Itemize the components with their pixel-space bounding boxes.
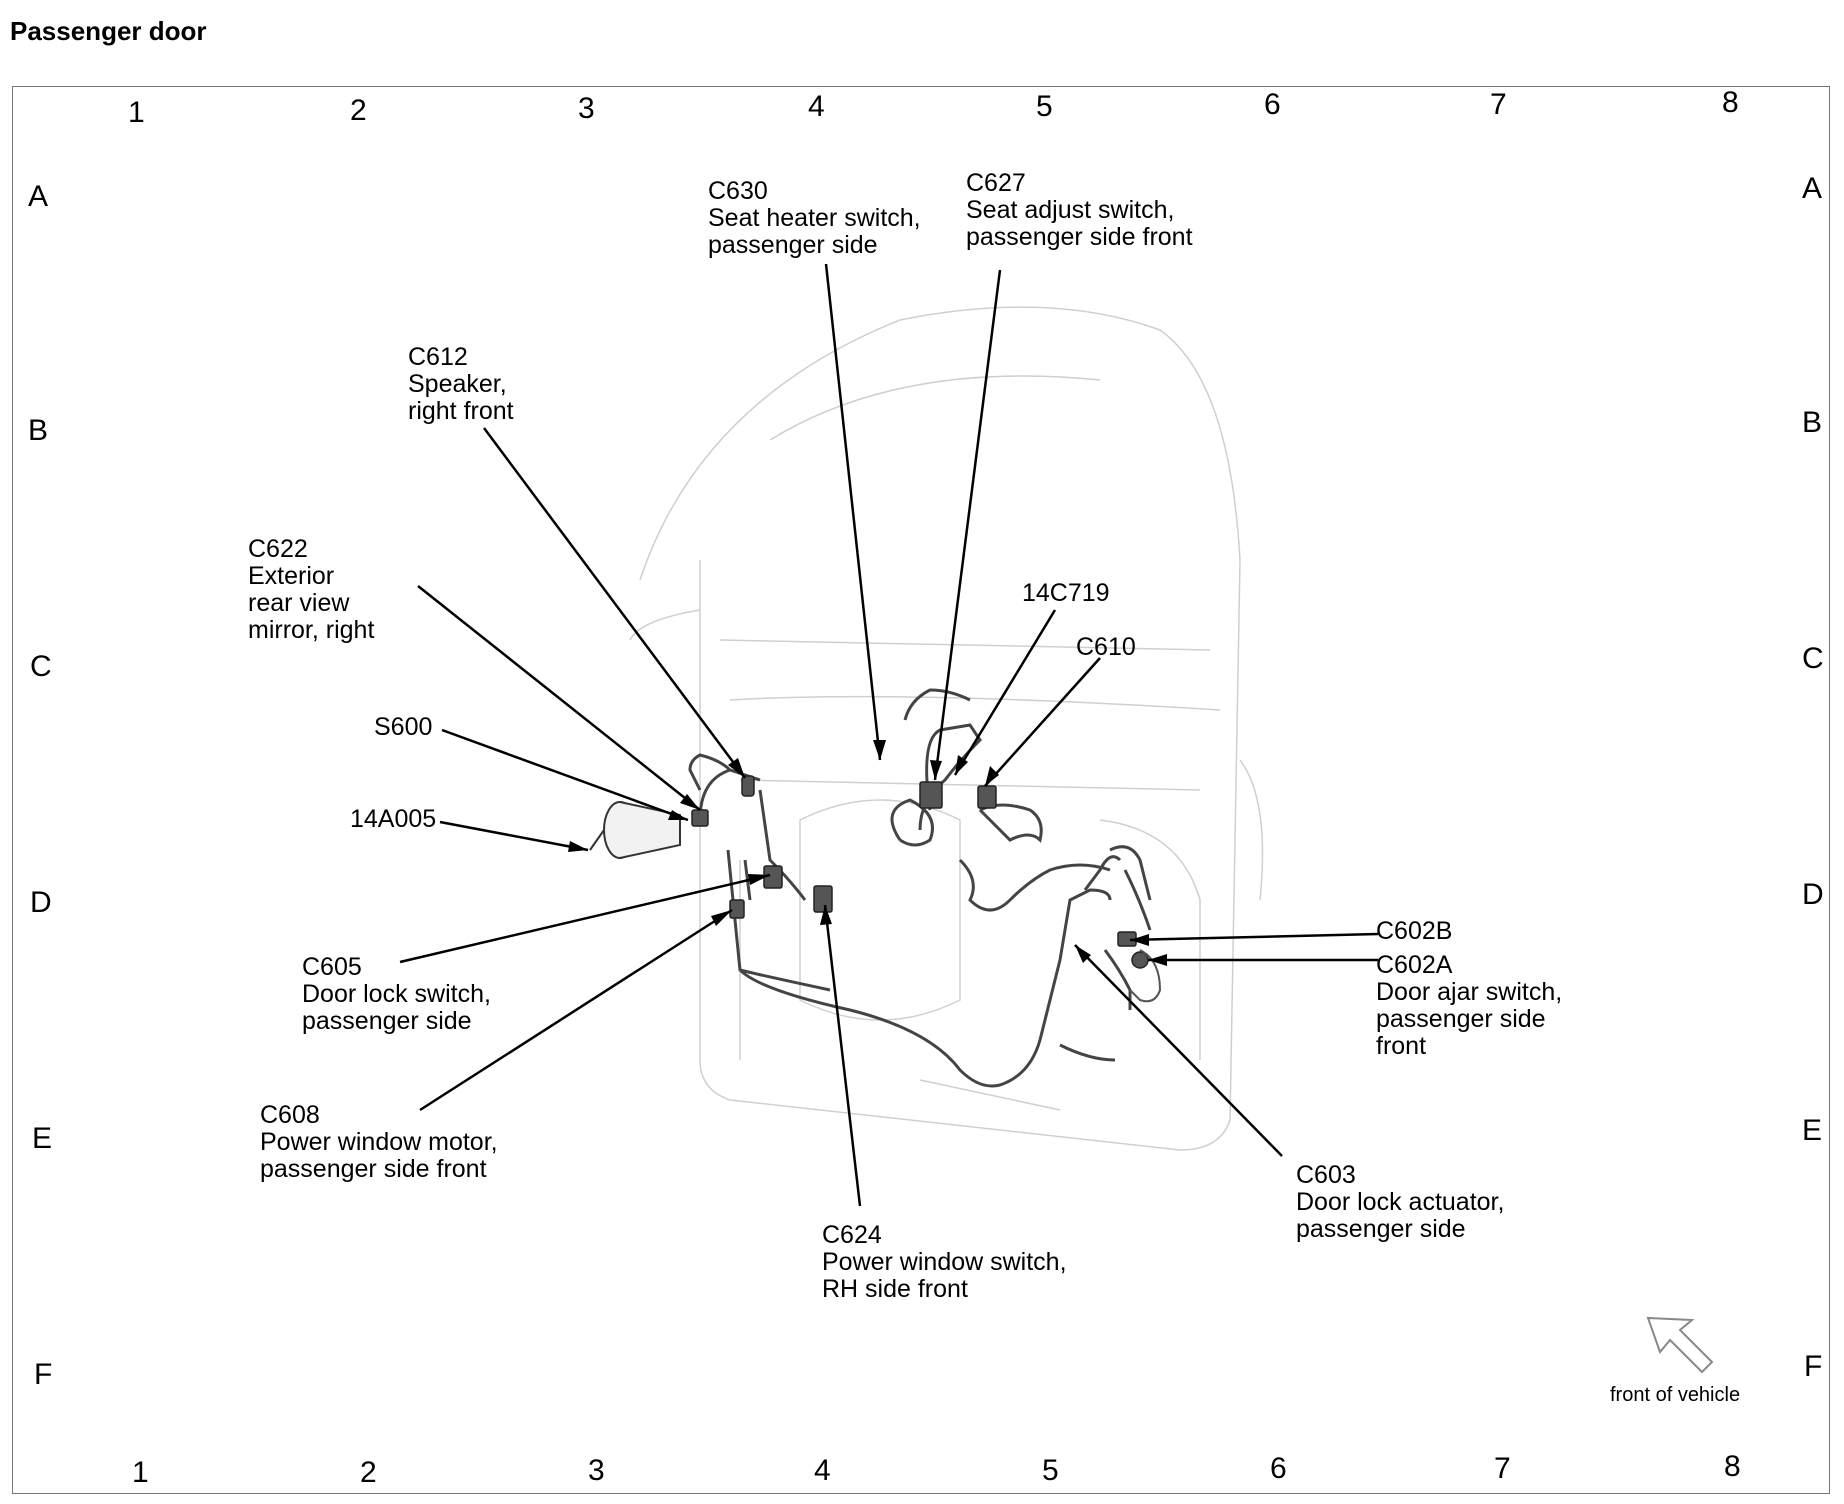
row-label-right: C [1802,642,1824,675]
label-desc: Power window motor, passenger side front [260,1128,498,1183]
label-desc: Seat heater switch, passenger side [708,204,921,259]
leader-c630 [824,263,882,761]
column-label-bottom: 8 [1724,1450,1741,1483]
column-label-bottom: 6 [1270,1452,1287,1485]
label-desc: Exterior rear view mirror, right [248,562,375,644]
column-label-top: 5 [1036,90,1053,123]
wiring-harness [688,688,1152,1088]
label-c624: C624 Power window switch, RH side front [822,1222,1067,1303]
connector-c612-icon [741,775,755,797]
label-desc: Door lock actuator, passenger side [1296,1188,1505,1243]
column-label-bottom: 3 [588,1454,605,1487]
label-code: C603 [1296,1161,1356,1189]
column-label-top: 6 [1264,88,1281,121]
label-code: C627 [966,169,1026,197]
row-label-left: C [30,650,52,683]
label-c630: C630 Seat heater switch, passenger side [708,178,921,259]
row-label-left: B [28,414,49,447]
label-code: C624 [822,1221,882,1249]
leader-c603 [1074,944,1283,1157]
front-of-vehicle-arrow-icon [1646,1316,1714,1374]
front-of-vehicle-label: front of vehicle [1610,1384,1741,1406]
column-label-top: 4 [808,90,825,123]
connector-c627-icon [919,781,943,809]
label-c622: C622 Exterior rear view mirror, right [248,536,374,644]
label-s600: S600 [374,713,433,741]
column-label-bottom: 5 [1042,1454,1059,1487]
column-label-top: 1 [128,96,145,129]
label-desc: Seat adjust switch, passenger side front [966,196,1193,251]
label-desc: Door ajar switch, passenger side front [1376,978,1563,1060]
label-c608: C608 Power window motor, passenger side … [260,1102,498,1183]
door-outline [629,306,1264,1151]
row-label-right: E [1802,1114,1823,1147]
diagram-title: Passenger door [10,16,207,46]
row-label-right: D [1802,878,1824,911]
row-label-right: B [1802,406,1823,439]
connector-c608-icon [729,899,745,919]
label-c602b: C602B [1376,917,1453,945]
column-label-top: 7 [1490,88,1507,121]
label-code: C608 [260,1101,320,1129]
column-label-top: 3 [578,92,595,125]
leader-14c719 [953,609,1057,776]
row-label-left: F [34,1358,53,1391]
label-code: C602A [1376,951,1453,979]
grid-frame [12,86,1830,1494]
label-desc: Speaker, right front [408,370,514,425]
label-c605: C605 Door lock switch, passenger side [302,954,491,1035]
label-code: C622 [248,535,308,563]
row-label-left: A [28,180,49,213]
leader-c608 [419,908,733,1112]
speaker-14a005-icon [589,801,681,859]
leader-c602b [1129,932,1379,942]
row-label-right: F [1804,1350,1823,1383]
label-c610: C610 [1076,633,1136,661]
leader-c605 [399,873,771,964]
connector-shapes [691,775,1149,969]
column-label-top: 2 [350,94,367,127]
connector-c624-icon [813,885,833,913]
row-label-right: A [1802,172,1823,205]
leader-c624 [823,904,862,1207]
column-label-bottom: 7 [1494,1452,1511,1485]
row-label-left: D [30,886,52,919]
leader-14a005 [439,820,589,852]
door-lock-actuator-icon [1129,949,1162,1003]
connector-c610-icon [977,785,997,809]
leader-lines [399,263,1379,1207]
leader-arrowheads [568,740,1167,966]
label-desc: Door lock switch, passenger side [302,980,491,1035]
label-code: C605 [302,953,362,981]
label-code: C630 [708,177,768,205]
label-14a005: 14A005 [350,805,437,833]
label-14c719: 14C719 [1022,579,1110,607]
leader-c612 [482,427,747,779]
label-c612: C612 Speaker, right front [408,344,514,425]
column-label-bottom: 2 [360,1456,377,1489]
column-label-bottom: 4 [814,1454,831,1487]
column-label-top: 8 [1722,86,1739,119]
label-c602a: C602A Door ajar switch, passenger side f… [1376,952,1562,1060]
connector-c622-icon [691,809,709,827]
column-label-bottom: 1 [132,1456,149,1489]
leader-s600 [441,728,689,822]
label-c627: C627 Seat adjust switch, passenger side … [966,170,1193,251]
label-c603: C603 Door lock actuator, passenger side [1296,1162,1504,1243]
label-code: C612 [408,343,468,371]
leader-c627 [933,269,1002,781]
label-desc: Power window switch, RH side front [822,1248,1067,1303]
leader-c610 [984,657,1101,787]
leader-c622 [417,585,701,811]
row-label-left: E [32,1122,53,1155]
